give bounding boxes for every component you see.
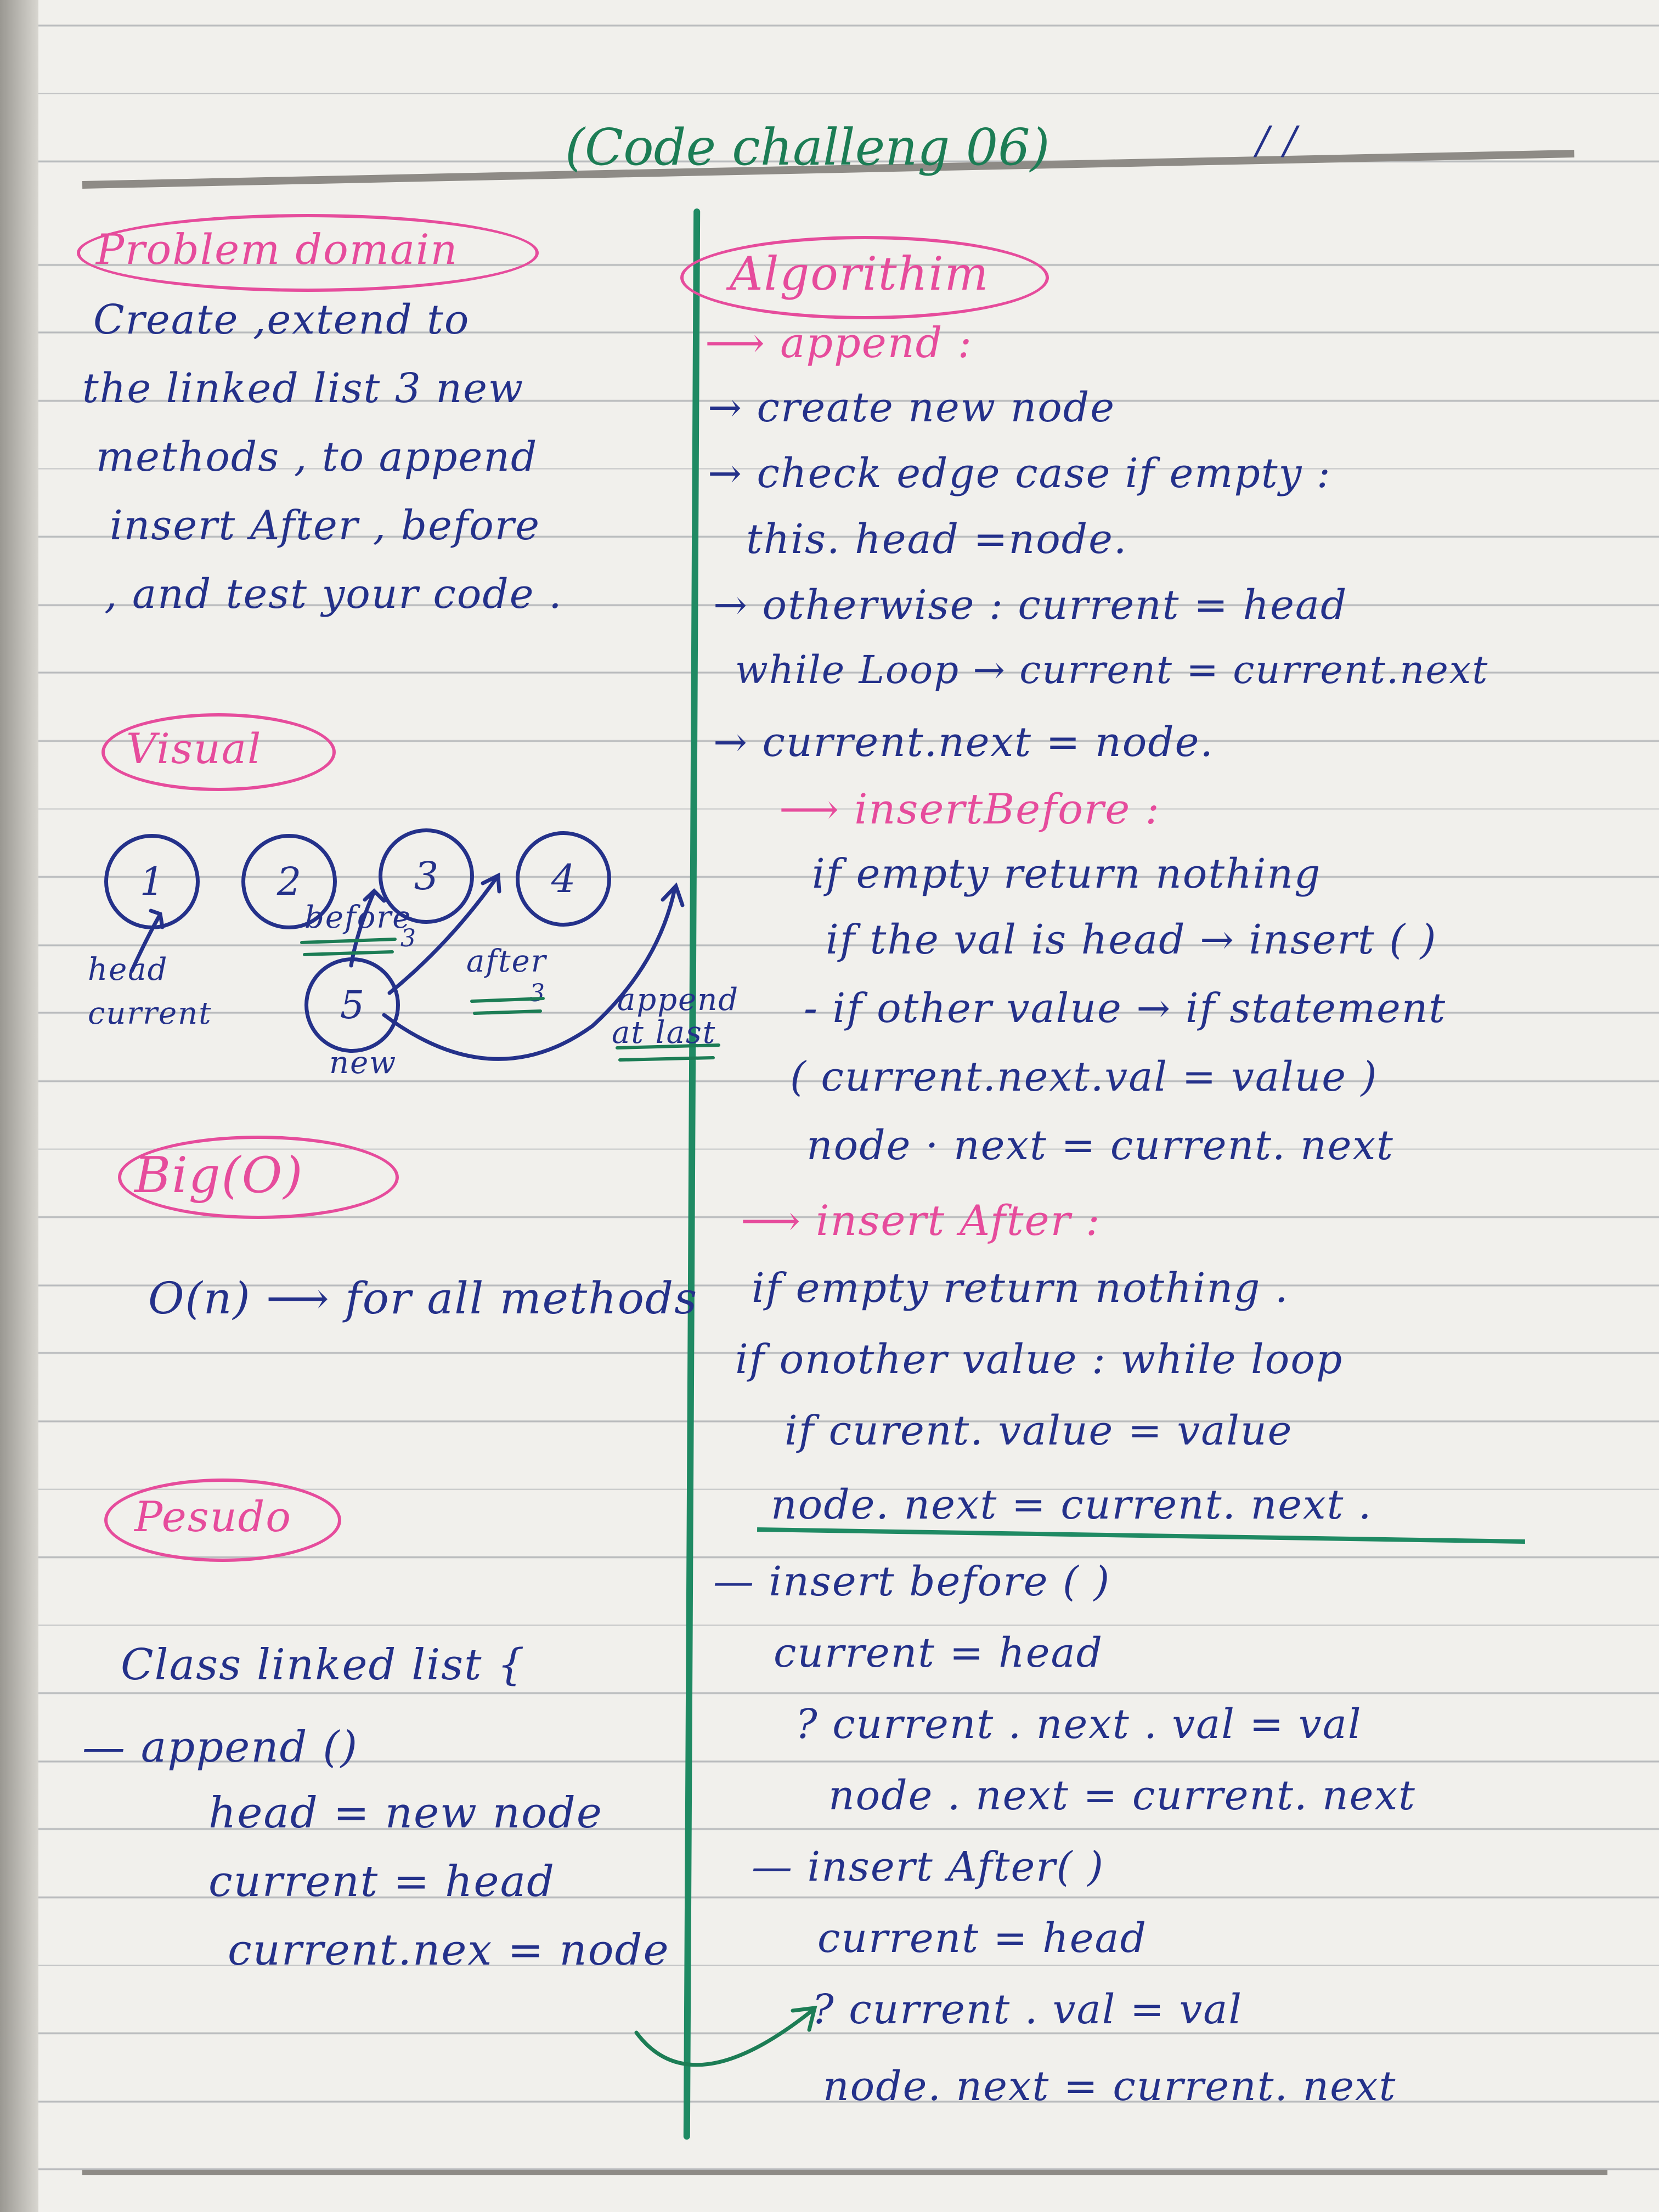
big-o-oval: [118, 1136, 399, 1219]
big-o-line: O(n) ⟶ for all methods: [148, 1273, 698, 1324]
algorithm-line: → current.next = node.: [713, 719, 1214, 766]
insert-before-line: node · next = current. next: [806, 1122, 1394, 1169]
problem-line: , and test your code .: [104, 571, 563, 618]
insert-after-line: if onother value : while loop: [735, 1336, 1344, 1383]
algorithm-heading: Algorithim: [730, 247, 990, 301]
pseudo-line: Class linked list {: [121, 1640, 526, 1690]
after-label: after: [466, 944, 547, 979]
date-marks: / /: [1256, 118, 1298, 163]
pseudo-line: current.nex = node: [228, 1926, 670, 1975]
after-arrow: [387, 876, 499, 995]
page-title: (Code challeng 06): [565, 118, 1050, 177]
pseudo-method-line: node. next = current. next: [823, 2063, 1397, 2110]
node-circle: 3: [379, 828, 474, 924]
problem-domain-oval: [77, 214, 539, 292]
arrowhead: [661, 882, 685, 907]
append-arrow: [382, 887, 677, 1061]
problem-line: Create ,extend to: [93, 296, 470, 343]
insert-before-line: if the val is head → insert ( ): [826, 916, 1437, 963]
pseudo-method-line: — insert After( ): [752, 1843, 1104, 1891]
algorithm-line: → otherwise : current = head: [713, 582, 1348, 629]
insert-after-line: if empty return nothing .: [752, 1265, 1289, 1312]
algorithm-line: this. head =node.: [746, 516, 1128, 563]
head-arrow: [129, 914, 161, 973]
current-label: current: [88, 996, 212, 1031]
insert-after-title: ⟶ insert After :: [741, 1196, 1101, 1245]
visual-heading: Visual: [126, 724, 262, 773]
problem-line: the linked list 3 new: [82, 365, 524, 412]
problem-domain-heading: Problem domain: [96, 225, 459, 274]
problem-line: insert After , before: [110, 502, 540, 549]
node-label: 3: [414, 854, 439, 899]
before-badge: 3: [400, 924, 417, 952]
bottom-rule: [82, 2170, 1607, 2175]
before-label: before: [304, 900, 412, 935]
pseudo-line: current = head: [208, 1857, 556, 1906]
insert-before-line: ( current.next.val = value ): [790, 1053, 1378, 1101]
pseudo-heading: Pesudo: [134, 1492, 292, 1541]
insert-after-line: if curent. value = value: [785, 1407, 1293, 1454]
node-label: 1: [139, 859, 165, 904]
notebook-spine: [0, 0, 38, 2212]
problem-line: methods , to append: [96, 433, 538, 481]
algorithm-line: while Loop → current = current.next: [735, 647, 1489, 692]
insert-after-line: node. next = current. next .: [771, 1481, 1373, 1528]
visual-oval: [101, 713, 336, 791]
pseudo-method-line: ? current . next . val = val: [795, 1701, 1362, 1748]
pseudo-line: — append (): [82, 1723, 359, 1772]
arrowhead: [149, 909, 165, 929]
new-label: new: [329, 1045, 397, 1081]
pseudo-method-line: — insert before ( ): [713, 1558, 1111, 1605]
node-label: 4: [551, 856, 576, 901]
algorithm-line: → check edge case if empty :: [708, 450, 1331, 497]
head-label: head: [88, 952, 168, 988]
after-badge: 3: [529, 979, 546, 1007]
pseudo-method-line: ? current . val = val: [812, 1986, 1243, 2033]
append-label: append: [617, 982, 740, 1018]
arrowhead: [481, 872, 501, 894]
node-label: 5: [340, 983, 365, 1028]
algorithm-line: → create new node: [708, 384, 1115, 431]
insert-before-title: ⟶ insertBefore :: [779, 785, 1160, 833]
pseudo-oval: [104, 1479, 341, 1562]
notebook-page: [38, 0, 1659, 2212]
big-o-heading: Big(O): [134, 1147, 304, 1204]
node-label: 2: [276, 859, 302, 904]
pseudo-method-line: current = head: [817, 1915, 1148, 1962]
algorithm-oval: [680, 236, 1049, 319]
before-arrow: [349, 892, 375, 968]
insert-before-line: if empty return nothing: [812, 850, 1322, 898]
pseudo-method-line: current = head: [774, 1629, 1104, 1677]
append-title: ⟶ append :: [705, 318, 973, 367]
pseudo-method-line: node . next = current. next: [828, 1772, 1416, 1819]
insert-before-line: - if other value → if statement: [804, 985, 1447, 1032]
node-circle: 4: [516, 831, 611, 927]
node-circle: 2: [241, 834, 337, 929]
pseudo-line: head = new node: [208, 1788, 603, 1838]
arrowhead: [363, 888, 386, 903]
